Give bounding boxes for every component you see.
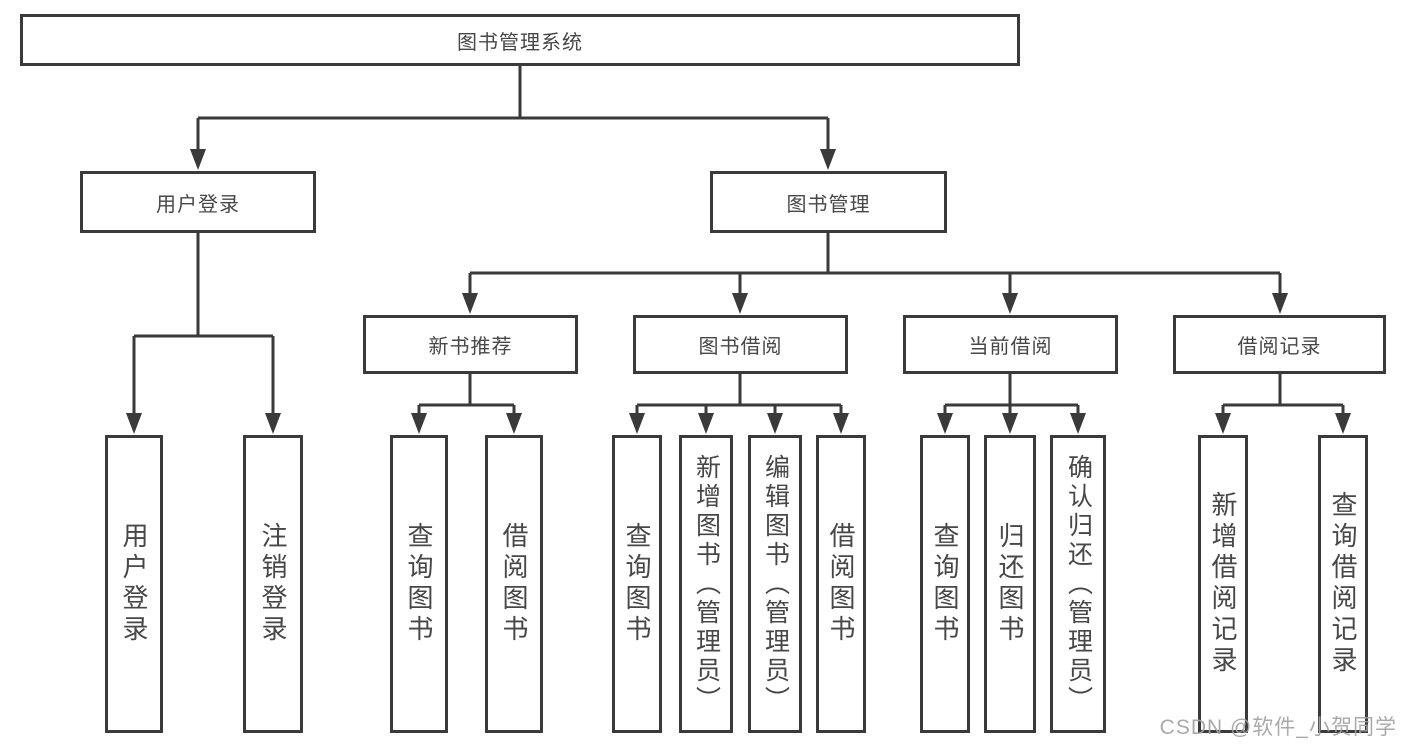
- leaf-add-borrow-record: 新增借阅记录: [1198, 435, 1248, 733]
- branch-current: [943, 374, 1080, 420]
- leaf-query-books-current: 查询图书: [920, 435, 970, 733]
- node-borrowing-records: 借阅记录: [1173, 315, 1386, 374]
- leaf-user-login: 用户登录: [105, 435, 163, 733]
- branch-user-login: [132, 233, 275, 420]
- leaf-borrow-books-newbook: 借阅图书: [485, 435, 543, 733]
- leaf-edit-book-admin: 编辑图书（管理员）: [748, 435, 802, 733]
- arrowheads: [126, 149, 1351, 434]
- csdn-watermark: CSDN @软件_小贺同学: [1159, 716, 1397, 739]
- leaf-return-books: 归还图书: [984, 435, 1036, 733]
- leaf-borrow-books-borrowing: 借阅图书: [816, 435, 866, 733]
- branch-records: [1221, 374, 1345, 420]
- leaf-confirm-return-admin: 确认归还（管理员）: [1050, 435, 1106, 733]
- node-book-management: 图书管理: [710, 171, 947, 233]
- branch-root: [196, 66, 830, 156]
- leaf-add-book-admin: 新增图书（管理员）: [679, 435, 733, 733]
- node-new-book-recommend: 新书推荐: [363, 315, 578, 374]
- branch-new-book: [417, 374, 516, 420]
- node-current-borrowing: 当前借阅: [903, 315, 1118, 374]
- branch-book-management: [468, 233, 1282, 302]
- node-book-borrowing: 图书借阅: [633, 315, 848, 374]
- leaf-query-books-borrowing: 查询图书: [612, 435, 662, 733]
- leaf-query-borrow-record: 查询借阅记录: [1318, 435, 1368, 733]
- leaf-query-books-newbook: 查询图书: [390, 435, 448, 733]
- branch-borrowing: [635, 374, 843, 420]
- leaf-logout: 注销登录: [243, 435, 303, 733]
- node-user-login: 用户登录: [80, 171, 316, 233]
- node-root: 图书管理系统: [20, 14, 1020, 66]
